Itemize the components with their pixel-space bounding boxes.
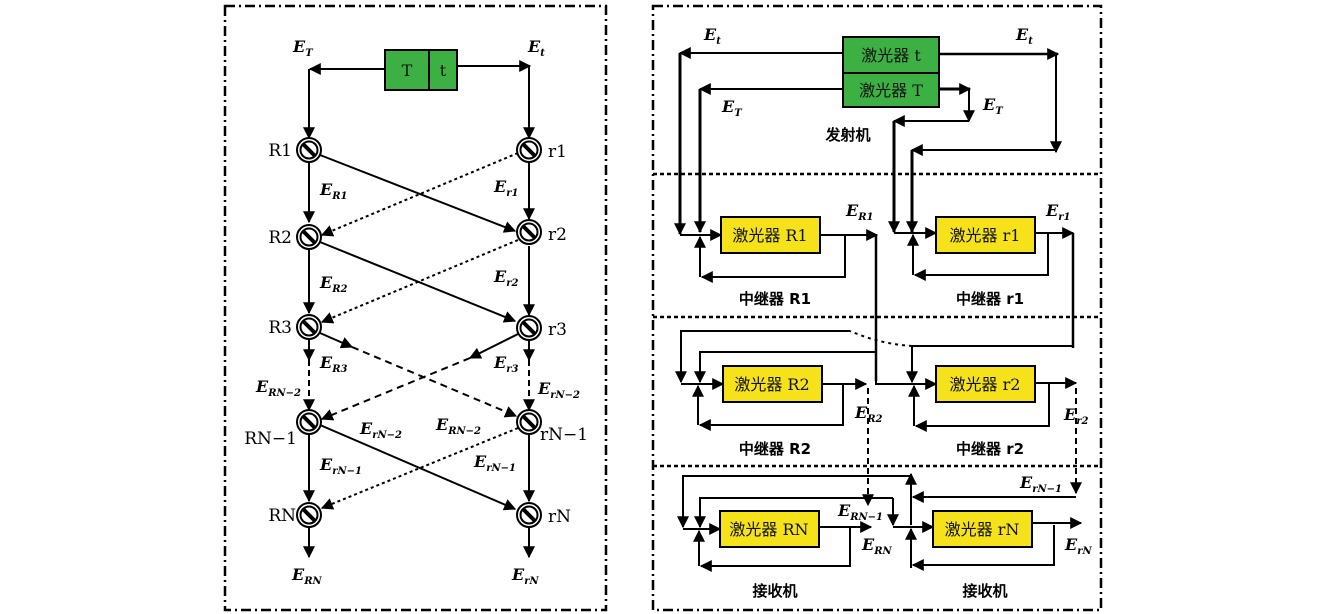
node-R2 bbox=[295, 223, 323, 251]
arrow-R1-feedback bbox=[700, 235, 846, 283]
arrow-RN-top-loop bbox=[677, 475, 911, 529]
caption-repeater-R1: 中继器 R1 bbox=[739, 290, 811, 308]
laser-r1-box bbox=[935, 216, 1036, 254]
label-ErN1-right: ErN−1 bbox=[473, 452, 516, 474]
label-Et-right: Et bbox=[1015, 25, 1033, 47]
laser-R2-box bbox=[722, 365, 823, 403]
left-panel-border bbox=[223, 4, 608, 612]
arrow-dashed-to-RN1 bbox=[320, 357, 471, 421]
right-panel-border bbox=[651, 4, 1103, 612]
laser-T-label: 激光器 T bbox=[859, 81, 923, 100]
label-ER1: ER1 bbox=[319, 180, 347, 202]
transmitter-block: T t bbox=[384, 49, 458, 91]
node-r2 bbox=[515, 218, 543, 246]
laser-R1-label: 激光器 R1 bbox=[732, 226, 807, 245]
arrow-RN1-rN bbox=[319, 424, 517, 511]
laser-R2-label: 激光器 R2 bbox=[734, 375, 809, 394]
label-ER1: ER1 bbox=[845, 201, 873, 223]
laser-rN-box bbox=[932, 510, 1033, 548]
label-R1: R1 bbox=[268, 141, 292, 161]
arrow-R1-r2 bbox=[319, 154, 517, 233]
transmitter-t-label: t bbox=[440, 61, 447, 80]
laser-RN-box bbox=[719, 510, 820, 548]
arrow-into-r2 bbox=[875, 378, 938, 390]
node-RN bbox=[295, 501, 323, 529]
label-R3: R3 bbox=[268, 318, 292, 338]
caption-repeater-R2: 中继器 R2 bbox=[739, 440, 811, 458]
label-ErN1: ErN−1 bbox=[1019, 473, 1062, 495]
label-RN: RN bbox=[268, 506, 296, 526]
label-Er2: Er2 bbox=[1063, 405, 1088, 427]
caption-receiver-r: 接收机 bbox=[962, 582, 1007, 600]
laser-r2-label: 激光器 r2 bbox=[950, 375, 1021, 394]
transmitter-T-label: T bbox=[402, 61, 413, 80]
receiver: 激光器 RN 激光器 rN ERN−1 ErN−1 ERN bbox=[677, 472, 1092, 600]
label-RN1: RN−1 bbox=[244, 429, 297, 449]
label-ET-right: ET bbox=[982, 95, 1004, 117]
label-Er2: Er2 bbox=[493, 267, 518, 289]
node-r1 bbox=[515, 136, 543, 164]
laser-T-box bbox=[842, 72, 940, 108]
caption-repeater-r1: 中继器 r1 bbox=[956, 290, 1024, 308]
node-rN1 bbox=[515, 408, 543, 436]
dotted-cross-link bbox=[849, 330, 913, 347]
arrow-R2-second-loop bbox=[694, 351, 876, 384]
label-ERN1: ERN−1 bbox=[837, 501, 883, 523]
label-ErN: ErN bbox=[1064, 535, 1092, 557]
label-ER2: ER2 bbox=[319, 273, 348, 295]
node-R3 bbox=[295, 313, 323, 341]
arrow-r3-diag bbox=[468, 333, 519, 359]
label-R2: R2 bbox=[268, 228, 292, 248]
label-ERN2-mid: ERN−2 bbox=[435, 415, 481, 437]
label-Er3: Er3 bbox=[493, 353, 518, 375]
node-rN bbox=[515, 501, 543, 529]
laser-RN-label: 激光器 RN bbox=[729, 520, 808, 539]
repeater-2: 激光器 R2 激光器 r2 ER2 bbox=[675, 330, 1088, 507]
arrow-dashed-to-rN1 bbox=[351, 346, 518, 418]
label-ERN: ERN bbox=[291, 565, 323, 587]
repeater-1: 激光器 R1 激光器 r1 ER1 Er1 中继器 R1 中继器 r1 bbox=[680, 201, 1075, 381]
label-ErN: ErN bbox=[511, 565, 539, 587]
laser-r1-label: 激光器 r1 bbox=[950, 226, 1021, 245]
laser-rN-label: 激光器 rN bbox=[945, 520, 1020, 539]
label-ErN1-left: ErN−1 bbox=[319, 455, 362, 477]
arrow-R2-top-loop bbox=[675, 330, 850, 384]
arrow-R3-diag bbox=[319, 332, 354, 349]
label-rN1: rN−1 bbox=[540, 425, 588, 445]
caption-receiver-R: 接收机 bbox=[752, 582, 797, 600]
label-ErN2-mid: ErN−2 bbox=[359, 419, 402, 441]
arrow-rN-feedback bbox=[911, 525, 1055, 571]
arrow-RN-feedback bbox=[699, 527, 851, 572]
label-ET: ET bbox=[292, 37, 314, 59]
node-RN1 bbox=[295, 408, 323, 436]
label-Er1: Er1 bbox=[1045, 201, 1070, 223]
transmitter-t-box bbox=[428, 49, 458, 91]
arrow-r2-feedback bbox=[914, 384, 1050, 432]
label-rN: rN bbox=[548, 507, 571, 527]
caption-transmitter: 发射机 bbox=[824, 126, 870, 144]
node-r3 bbox=[515, 314, 543, 342]
transmitter-lasers: 激光器 t 激光器 T bbox=[842, 36, 940, 108]
label-ER3: ER3 bbox=[319, 353, 348, 375]
arrow-R2-feedback bbox=[698, 384, 844, 431]
label-Et-left: Et bbox=[703, 25, 721, 47]
label-r1: r1 bbox=[548, 142, 567, 162]
label-r3: r3 bbox=[548, 320, 567, 340]
label-Er1: Er1 bbox=[493, 177, 518, 199]
label-ErN2-right: ErN−2 bbox=[537, 379, 580, 401]
label-ET-left: ET bbox=[721, 97, 743, 119]
label-ERN: ERN bbox=[861, 535, 893, 557]
right-panel: 激光器 t 激光器 T 发射机 Et Et ET ET bbox=[651, 4, 1103, 612]
arrow-r1-feedback bbox=[913, 233, 1049, 281]
label-ER2: ER2 bbox=[854, 403, 883, 425]
laser-t-label: 激光器 t bbox=[861, 46, 921, 65]
node-R1 bbox=[295, 136, 323, 164]
label-Et: Et bbox=[527, 37, 545, 59]
caption-repeater-r2: 中继器 r2 bbox=[956, 440, 1024, 458]
arrow-rN1-RN bbox=[320, 427, 519, 510]
label-ERN2-left: ERN−2 bbox=[255, 377, 301, 399]
label-r2: r2 bbox=[548, 225, 567, 245]
left-panel: T t bbox=[223, 4, 608, 612]
arrow-RN-second-loop bbox=[694, 497, 893, 529]
